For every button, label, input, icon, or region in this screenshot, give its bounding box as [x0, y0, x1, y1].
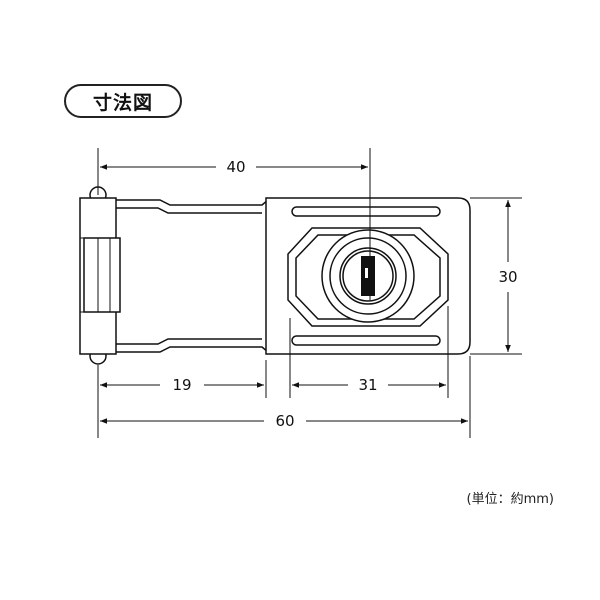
- dimension-lines: [100, 164, 511, 424]
- dimension-31: 31: [358, 376, 377, 394]
- dimension-30: 30: [498, 268, 517, 286]
- title-badge: 寸法図: [64, 84, 182, 118]
- slot-top: [291, 206, 441, 217]
- unit-note: (単位：約mm): [466, 492, 554, 507]
- extension-lines: [97, 148, 522, 438]
- dimension-40: 40: [226, 158, 245, 176]
- title-label: 寸法図: [92, 91, 153, 114]
- slot-bottom: [291, 335, 441, 346]
- hinge-pin-inner: [83, 237, 121, 313]
- hasp-arm: [116, 199, 269, 353]
- dimension-19: 19: [172, 376, 191, 394]
- hinge: [79, 186, 121, 365]
- dimension-60: 60: [275, 412, 294, 430]
